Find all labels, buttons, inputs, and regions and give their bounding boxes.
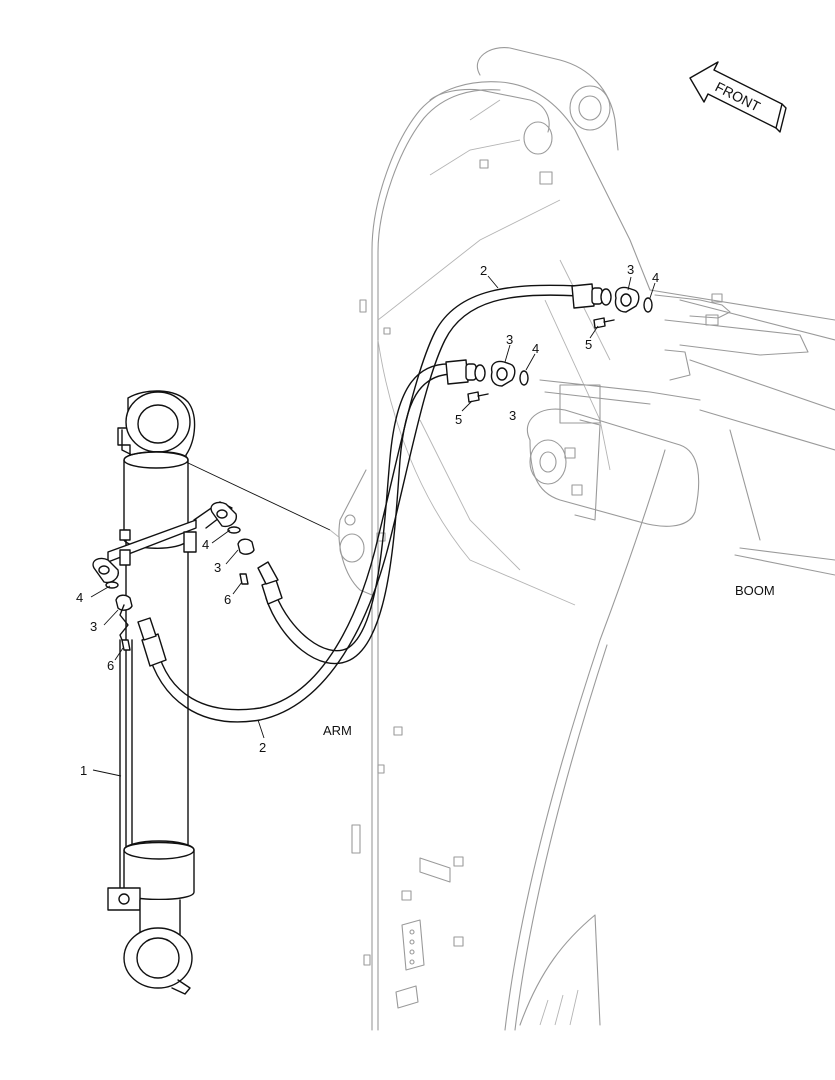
callout-3-mid: 3 bbox=[506, 332, 513, 347]
callout-3-left: 3 bbox=[90, 619, 97, 634]
boom-label: BOOM bbox=[735, 583, 775, 598]
callout-1: 1 bbox=[80, 763, 87, 778]
callout-4-left: 4 bbox=[76, 590, 83, 605]
hoses bbox=[137, 283, 612, 723]
callout-5-top: 5 bbox=[585, 337, 592, 352]
arm-structure bbox=[338, 47, 666, 1031]
callout-5-mid: 5 bbox=[455, 412, 462, 427]
front-direction-arrow: FRONT bbox=[689, 61, 787, 133]
callout-4-mid: 4 bbox=[532, 341, 539, 356]
fittings bbox=[92, 286, 653, 651]
callout-3-top: 3 bbox=[627, 262, 634, 277]
callout-2-bottom: 2 bbox=[259, 740, 266, 755]
arm-label: ARM bbox=[323, 723, 352, 738]
callout-6-left: 6 bbox=[107, 658, 114, 673]
callout-2-top: 2 bbox=[480, 263, 487, 278]
arm-cylinder bbox=[107, 390, 341, 995]
callout-4-right: 4 bbox=[202, 537, 209, 552]
boom-structure bbox=[526, 289, 835, 576]
callout-3-right: 3 bbox=[214, 560, 221, 575]
callout-leaders bbox=[90, 275, 656, 777]
callout-numbers: 1 2 2 3 3 3 3 3 4 4 4 4 5 5 6 6 bbox=[76, 262, 659, 778]
callout-3-boom: 3 bbox=[509, 408, 516, 423]
callout-6-right: 6 bbox=[224, 592, 231, 607]
callout-4-top: 4 bbox=[652, 270, 659, 285]
